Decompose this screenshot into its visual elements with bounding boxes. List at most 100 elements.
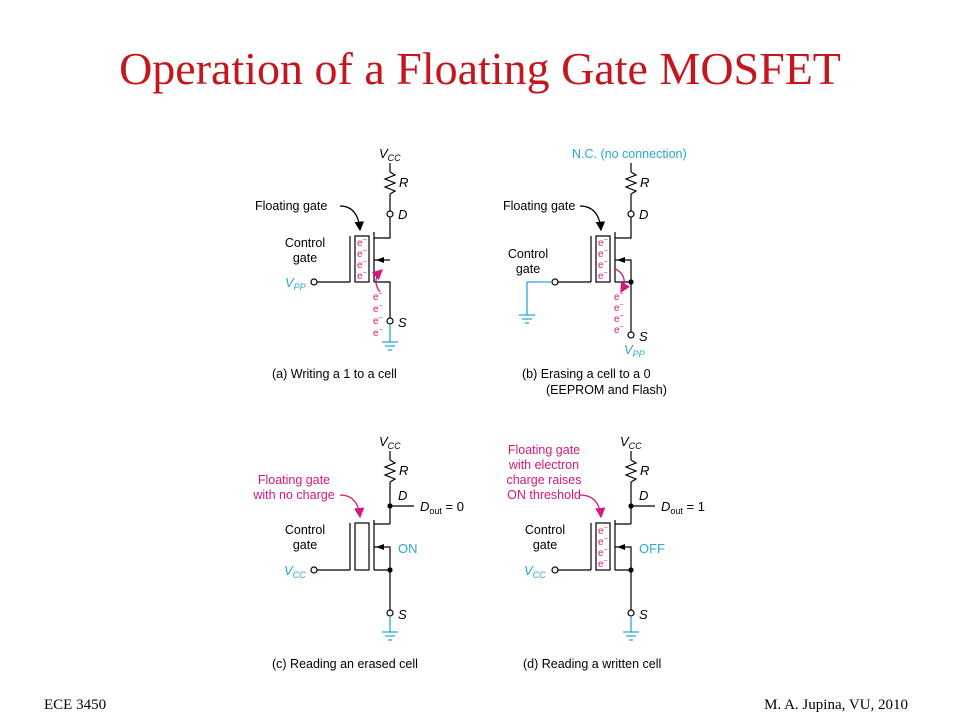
nc-label: N.C. (no connection) <box>572 147 687 161</box>
vcc-gate-node <box>551 566 559 574</box>
source-node <box>627 609 635 617</box>
source-node <box>386 609 394 617</box>
drain-label: D <box>639 488 648 503</box>
resistor-label: R <box>399 463 408 478</box>
svg-text:e−: e− <box>598 547 608 559</box>
gate-electrons: e− e− e− e− <box>598 525 608 570</box>
footer-course: ECE 3450 <box>44 697 107 713</box>
body-junction <box>628 279 634 285</box>
transistor-channel <box>614 217 632 332</box>
svg-text:e−: e− <box>614 313 624 325</box>
floating-gate-box <box>354 522 370 571</box>
drain-label: D <box>398 488 407 503</box>
control-gate-node <box>551 278 559 286</box>
caption-d: (d) Reading a written cell <box>523 657 661 671</box>
floating-gate-label: Floating gate <box>503 199 575 213</box>
source-electrons: e− e− e− e− <box>614 291 624 336</box>
dout-label: Dout = 1 <box>661 499 705 516</box>
svg-text:e−: e− <box>614 324 624 336</box>
on-label: ON <box>398 541 418 556</box>
source-electrons: e− e− e− e− <box>373 291 383 339</box>
svg-text:e−: e− <box>357 259 367 271</box>
resistor-label: R <box>640 175 649 190</box>
floating-gate-box <box>595 235 611 283</box>
ground-wire <box>623 616 639 641</box>
dout-label: Dout = 0 <box>420 499 464 516</box>
floating-gate-box <box>354 235 370 283</box>
source-arrow <box>617 257 625 263</box>
vpp-node <box>310 278 318 286</box>
drain-node <box>386 210 394 218</box>
transistor-channel <box>373 217 391 318</box>
drain-node <box>627 210 635 218</box>
vcc-label: VCC <box>620 434 642 451</box>
floating-gate-arrow <box>579 494 606 519</box>
ground-wire <box>382 324 398 351</box>
svg-text:e−: e− <box>598 525 608 537</box>
source-node <box>627 331 635 339</box>
floating-gate-box <box>595 522 611 571</box>
svg-text:e−: e− <box>598 536 608 548</box>
transistor-channel <box>614 520 632 610</box>
vcc-gate-node <box>310 566 318 574</box>
svg-text:e−: e− <box>357 237 367 249</box>
floating-gate-arrow <box>339 494 365 519</box>
svg-text:e−: e− <box>373 327 383 339</box>
source-arrow <box>617 544 625 550</box>
svg-text:e−: e− <box>598 237 608 249</box>
svg-text:e−: e− <box>614 302 624 314</box>
svg-text:e−: e− <box>357 270 367 282</box>
ground-wire <box>382 616 398 641</box>
caption-b: (b) Erasing a cell to a 0(EEPROM and Fla… <box>522 367 667 397</box>
vcc-label: VCC <box>379 146 401 163</box>
floating-gate-arrow <box>579 205 606 232</box>
control-gate-plate <box>317 523 351 571</box>
floating-gate-label: Floating gate <box>255 199 327 213</box>
vpp-label: VPP <box>285 275 306 292</box>
resistor-label: R <box>640 463 649 478</box>
control-gate-plate <box>317 236 351 283</box>
source-label: S <box>398 607 407 622</box>
body-junction <box>628 567 634 573</box>
transistor-channel <box>373 520 391 610</box>
source-arrow <box>376 257 384 263</box>
svg-text:e−: e− <box>598 259 608 271</box>
drain-label: D <box>398 207 407 222</box>
source-label: S <box>639 607 648 622</box>
source-arrow <box>376 544 384 550</box>
source-node <box>386 317 394 325</box>
vpp-label: VPP <box>624 342 645 359</box>
resistor <box>383 171 397 195</box>
control-gate-plate <box>558 236 592 283</box>
ground-wire <box>519 281 552 324</box>
panel-d: VCC R D Dout = 1 OFF e− e− e− e− VCC Con… <box>506 434 704 671</box>
svg-text:e−: e− <box>598 248 608 260</box>
source-label: S <box>398 315 407 330</box>
svg-text:e−: e− <box>598 270 608 282</box>
body-junction <box>387 567 393 573</box>
source-label: S <box>639 329 648 344</box>
caption-a: (a) Writing a 1 to a cell <box>272 367 397 381</box>
svg-text:e−: e− <box>373 315 383 327</box>
floating-gate-arrow <box>339 205 365 232</box>
tunneling-arrow <box>613 267 630 294</box>
svg-text:e−: e− <box>614 291 624 303</box>
resistor <box>624 459 638 483</box>
off-label: OFF <box>639 541 665 556</box>
svg-text:e−: e− <box>357 248 367 260</box>
slide-title: Operation of a Floating Gate MOSFET <box>119 43 841 94</box>
tunneling-arrow <box>371 269 383 293</box>
footer-author: M. A. Jupina, VU, 2010 <box>764 697 908 713</box>
resistor-label: R <box>399 175 408 190</box>
resistor <box>383 459 397 483</box>
drain-label: D <box>639 207 648 222</box>
caption-c: (c) Reading an erased cell <box>272 657 418 671</box>
